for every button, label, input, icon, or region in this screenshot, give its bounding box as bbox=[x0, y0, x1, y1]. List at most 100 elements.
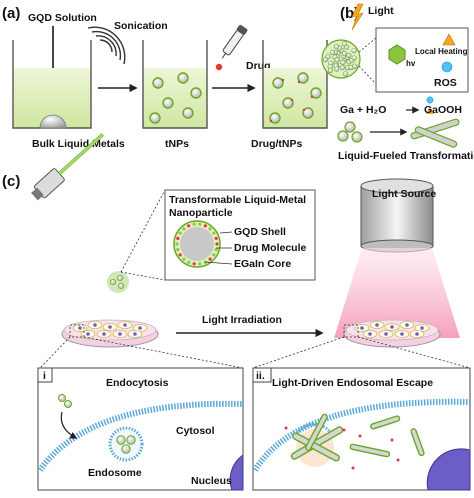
drug-droplet bbox=[215, 63, 223, 71]
gqd-shell-label: GQD Shell bbox=[234, 226, 286, 238]
endocytosis-label: Endocytosis bbox=[106, 377, 169, 389]
bulk-metal-droplet bbox=[39, 114, 67, 129]
decor-dot bbox=[334, 57, 340, 63]
cytosol-label: Cytosol bbox=[176, 425, 215, 437]
released-drug-dots bbox=[284, 426, 400, 470]
decor-dot bbox=[208, 227, 212, 231]
decor-dot bbox=[192, 262, 196, 266]
escaped-rods bbox=[290, 413, 425, 462]
decor-dot bbox=[341, 51, 348, 57]
sonication-label: Sonication bbox=[114, 20, 168, 32]
local-heating-label: Local Heating bbox=[415, 47, 468, 56]
np-cluster-icon bbox=[321, 39, 361, 79]
decor-dot bbox=[215, 242, 219, 246]
incoming-particles bbox=[58, 394, 72, 408]
syringe-icon bbox=[31, 133, 104, 201]
decor-dot bbox=[214, 248, 218, 252]
decor-dot bbox=[375, 323, 379, 327]
subpanel-ii-label: ii. bbox=[256, 370, 265, 382]
beaker-drug-tnps bbox=[262, 40, 328, 129]
decor-dot bbox=[415, 332, 419, 336]
decor-dot bbox=[329, 49, 335, 55]
light-label: Light bbox=[368, 5, 394, 17]
decor-dot bbox=[138, 326, 142, 330]
subpanel-i-frame bbox=[37, 367, 244, 491]
dropper-icon bbox=[221, 24, 248, 59]
decor-dot bbox=[214, 236, 218, 240]
decor-dot bbox=[405, 323, 409, 327]
decor-dot bbox=[351, 55, 357, 61]
cell-membrane-ii bbox=[252, 398, 471, 472]
ros-dot-icon bbox=[441, 61, 453, 73]
decor-dot bbox=[86, 332, 90, 336]
nucleus-i bbox=[229, 454, 244, 491]
decor-dot bbox=[108, 325, 112, 329]
lightning-icon bbox=[351, 3, 364, 31]
decor-dot bbox=[118, 332, 122, 336]
decor-dot bbox=[400, 332, 404, 336]
heat-triangle-icon bbox=[442, 33, 456, 46]
decor-dot bbox=[198, 262, 202, 266]
decor-dot bbox=[346, 52, 352, 59]
reaction-right: GaOOH bbox=[424, 104, 462, 116]
decor-dot bbox=[208, 257, 212, 261]
decor-dot bbox=[212, 253, 216, 257]
heat-reagent-icon bbox=[426, 107, 434, 114]
decor-dot bbox=[384, 332, 388, 336]
panel-a-label: (a) bbox=[2, 5, 20, 22]
decor-dot bbox=[334, 66, 340, 72]
drug-tnp-particles bbox=[269, 72, 322, 124]
panel-c-label: (c) bbox=[2, 173, 20, 190]
panel-b-label: (b) bbox=[340, 5, 359, 22]
decor-dot bbox=[339, 64, 346, 71]
light-irradiation-label: Light Irradiation bbox=[202, 314, 282, 326]
decor-dot bbox=[322, 57, 329, 63]
decor-dot bbox=[351, 48, 357, 54]
gqd-hexagon-icon bbox=[388, 44, 406, 65]
decor-dot bbox=[390, 325, 394, 329]
cell-membrane-i bbox=[37, 400, 244, 472]
decor-dot bbox=[368, 332, 372, 336]
ros-label: ROS bbox=[434, 77, 457, 89]
decor-dot bbox=[93, 323, 97, 327]
spheres-before-icon bbox=[337, 121, 363, 143]
drug-molecule-label: Drug Molecule bbox=[234, 242, 307, 254]
tnps-label: tNPs bbox=[165, 138, 189, 150]
petri-dish-untreated bbox=[61, 319, 159, 348]
decor-dot bbox=[187, 260, 191, 264]
decor-dot bbox=[352, 63, 358, 69]
decor-dot bbox=[327, 67, 334, 73]
np-title-line2: Nanoparticle bbox=[169, 207, 233, 219]
sonication-waves-icon bbox=[87, 26, 126, 65]
decor-dot bbox=[176, 236, 180, 240]
decor-dot bbox=[333, 43, 340, 50]
beaker-bulk-metal bbox=[12, 40, 92, 129]
reaction-left: Ga + H₂O bbox=[340, 104, 386, 116]
gqd-solution-label: GQD Solution bbox=[28, 12, 97, 24]
nanoparticle-schematic bbox=[173, 220, 221, 268]
decor-dot bbox=[212, 231, 216, 235]
ruptured-membrane bbox=[295, 422, 332, 435]
endosome-label: Endosome bbox=[88, 467, 142, 479]
light-source-label: Light Source bbox=[372, 188, 436, 200]
decor-dot bbox=[203, 224, 207, 228]
decor-dot bbox=[176, 248, 180, 252]
nucleus-label-i: Nucleus bbox=[191, 475, 232, 487]
drug-tnps-label: Drug/tNPs bbox=[251, 138, 302, 150]
decor-dot bbox=[340, 59, 346, 66]
rods-after-icon bbox=[410, 118, 460, 148]
endosomal-escape-label: Light-Driven Endosomal Escape bbox=[272, 377, 433, 389]
ros-reagent-icon bbox=[426, 96, 434, 104]
decor-dot bbox=[178, 253, 182, 257]
nucleus-ii bbox=[426, 448, 471, 491]
petri-dish-irradiated bbox=[343, 319, 441, 348]
endosome-vesicle bbox=[108, 426, 144, 462]
tnp-particles bbox=[149, 72, 202, 124]
decor-dot bbox=[192, 222, 196, 226]
decor-dot bbox=[343, 71, 349, 77]
decor-dot bbox=[133, 332, 137, 336]
liquid-fueled-label: Liquid-Fueled Transformation bbox=[338, 150, 474, 162]
decor-dot bbox=[182, 227, 186, 231]
